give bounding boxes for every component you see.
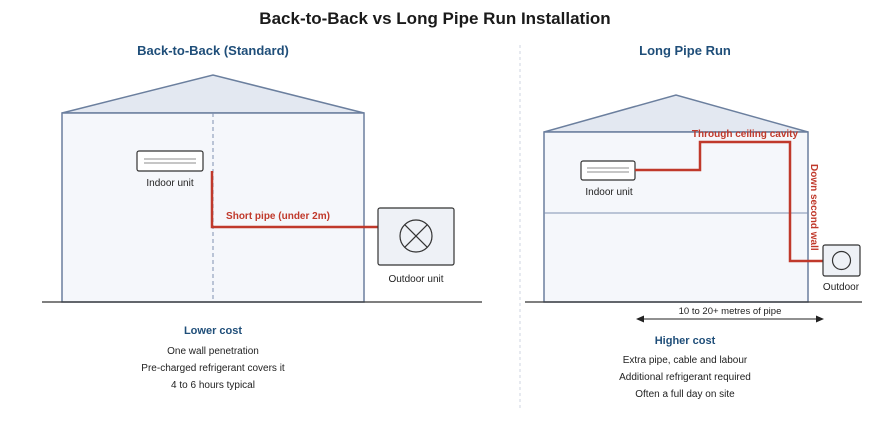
right-panel-heading: Long Pipe Run [639, 43, 731, 58]
right-indoor-unit [580, 160, 636, 181]
left-short-pipe [210, 171, 378, 229]
left-indoor-label: Indoor unit [146, 178, 193, 189]
left-indoor-unit [136, 150, 204, 172]
left-cost-item: 4 to 6 hours typical [171, 380, 255, 391]
right-outdoor-unit [822, 244, 861, 277]
right-building [543, 131, 809, 303]
left-cost-item: Pre-charged refrigerant covers it [141, 363, 285, 374]
left-building-roof [61, 74, 365, 114]
right-long-pipe [635, 140, 823, 263]
distance-label: 10 to 20+ metres of pipe [679, 306, 782, 317]
left-outdoor-unit [377, 207, 455, 266]
left-cost-item: One wall penetration [167, 346, 259, 357]
left-cost-heading: Lower cost [184, 325, 242, 337]
distance-arrow [636, 315, 824, 323]
right-wall-label: Down second wall [808, 164, 819, 251]
left-outdoor-label: Outdoor unit [388, 274, 443, 285]
right-ceiling-label: Through ceiling cavity [692, 129, 799, 140]
right-cost-item: Often a full day on site [635, 389, 735, 400]
left-pipe-label: Short pipe (under 2m) [226, 211, 330, 222]
right-cost-item: Additional refrigerant required [619, 372, 751, 383]
right-cost-heading: Higher cost [655, 335, 716, 347]
diagram-title: Back-to-Back vs Long Pipe Run Installati… [259, 9, 610, 28]
left-panel-heading: Back-to-Back (Standard) [137, 43, 289, 58]
long-pipe-run-panel: Long Pipe Run Indoor unit Through ceilin… [525, 43, 862, 400]
right-building-roof [543, 94, 809, 133]
right-indoor-label: Indoor unit [585, 187, 632, 198]
back-to-back-panel: Back-to-Back (Standard) Indoor unit Shor… [42, 43, 482, 391]
right-cost-item: Extra pipe, cable and labour [623, 355, 748, 366]
right-outdoor-label: Outdoor [823, 282, 860, 293]
